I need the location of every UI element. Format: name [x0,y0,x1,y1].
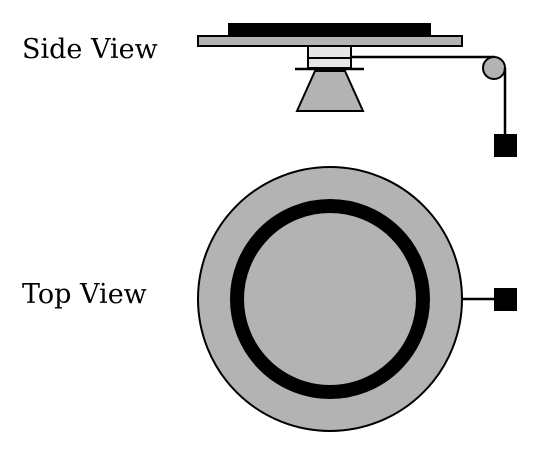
side-disk [228,23,431,37]
side-view-group [197,23,517,157]
side-hanging-mass [494,134,517,157]
side-base [295,70,365,112]
top-view-label: Top View [22,279,147,310]
side-platter [197,35,463,47]
side-view-label: Side View [22,34,158,65]
side-spindle-lower [307,57,352,69]
top-ring [230,199,430,399]
side-spindle-upper [307,45,352,59]
top-view-group [197,166,517,432]
side-pulley [482,56,506,80]
top-hanging-mass [494,288,517,311]
